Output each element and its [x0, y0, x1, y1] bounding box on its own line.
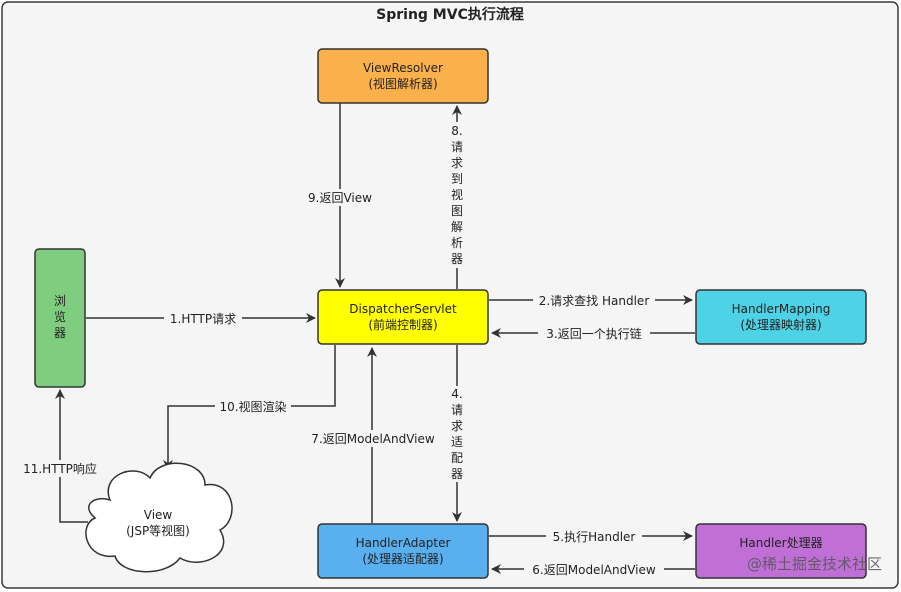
edge-6-label: 6.返回ModelAndView [524, 561, 664, 578]
edge-8-char: 8. [451, 124, 462, 138]
handler-title: Handler处理器 [739, 536, 822, 550]
edge-4-char: 器 [451, 467, 463, 481]
node-handler[interactable]: Handler处理器 [695, 523, 867, 579]
watermark: @稀土掘金技术社区 [747, 555, 882, 573]
edge-3-label: 3.返回一个执行链 [538, 325, 650, 342]
view-subtitle: (JSP等视图) [126, 523, 190, 538]
node-dispatcher-servlet[interactable]: DispatcherServlet (前端控制器) [317, 289, 489, 345]
node-handler-adapter[interactable]: HandlerAdapter (处理器适配器) [317, 523, 489, 579]
edge-2-label: 2.请求查找 Handler [533, 292, 655, 309]
edge-5-label: 5.执行Handler [546, 528, 642, 545]
browser-char: 览 [54, 309, 66, 324]
edge-7-label: 7.返回ModelAndView [304, 430, 442, 447]
edge-6-text: 6.返回ModelAndView [532, 563, 656, 577]
edge-4-char: 4. [451, 387, 462, 401]
edge-4-label: 4. 请 求 适 配 器 [448, 386, 466, 482]
handler-mapping-subtitle: (处理器映射器) [740, 317, 821, 332]
view-title: View [144, 508, 173, 522]
edge-8-char: 器 [451, 252, 463, 266]
edge-8-char: 求 [451, 156, 463, 170]
node-handler-mapping[interactable]: HandlerMapping (处理器映射器) [695, 289, 867, 345]
edge-5-text: 5.执行Handler [553, 530, 636, 544]
diagram-title: Spring MVC执行流程 [376, 6, 524, 23]
node-view-resolver[interactable]: ViewResolver (视图解析器) [317, 48, 489, 104]
browser-char: 浏 [54, 294, 66, 308]
edge-11-line [55, 389, 88, 523]
edge-1-label: 1.HTTP请求 [164, 310, 242, 327]
handler-adapter-title: HandlerAdapter [356, 536, 451, 550]
dispatcher-title: DispatcherServlet [349, 302, 457, 316]
edge-1-text: 1.HTTP请求 [170, 312, 236, 326]
edge-11-text: 11.HTTP响应 [23, 461, 97, 476]
dispatcher-subtitle: (前端控制器) [368, 317, 437, 332]
node-view-cloud[interactable]: View (JSP等视图) [85, 462, 233, 573]
edge-7-text: 7.返回ModelAndView [311, 432, 435, 446]
edge-8-char: 图 [451, 204, 463, 218]
edge-8-char: 到 [451, 172, 463, 186]
edge-8-char: 析 [451, 236, 463, 250]
edge-10-text: 10.视图渲染 [219, 399, 286, 414]
edge-8-char: 请 [451, 140, 463, 154]
handler-adapter-subtitle: (处理器适配器) [362, 552, 443, 566]
edge-10-label: 10.视图渲染 [215, 398, 291, 415]
edge-3-text: 3.返回一个执行链 [546, 326, 641, 341]
edge-9-label: 9.返回View [304, 189, 376, 206]
edge-4-char: 请 [451, 403, 463, 417]
edge-4-char: 适 [451, 435, 463, 449]
edge-4-char: 求 [451, 419, 463, 433]
edge-9-text: 9.返回View [308, 191, 372, 205]
browser-char: 器 [54, 326, 66, 340]
handler-mapping-title: HandlerMapping [732, 302, 831, 316]
edge-11-label: 11.HTTP响应 [18, 460, 102, 477]
edge-2-text: 2.请求查找 Handler [539, 294, 650, 308]
node-browser[interactable]: 浏 览 器 [34, 248, 86, 388]
view-resolver-subtitle: (视图解析器) [368, 76, 437, 91]
edge-8-label: 8. 请 求 到 视 图 解 析 器 [448, 122, 466, 268]
edge-8-char: 视 [451, 187, 463, 202]
view-resolver-title: ViewResolver [363, 61, 443, 75]
edge-8-char: 解 [451, 220, 463, 234]
edge-4-char: 配 [451, 451, 463, 465]
